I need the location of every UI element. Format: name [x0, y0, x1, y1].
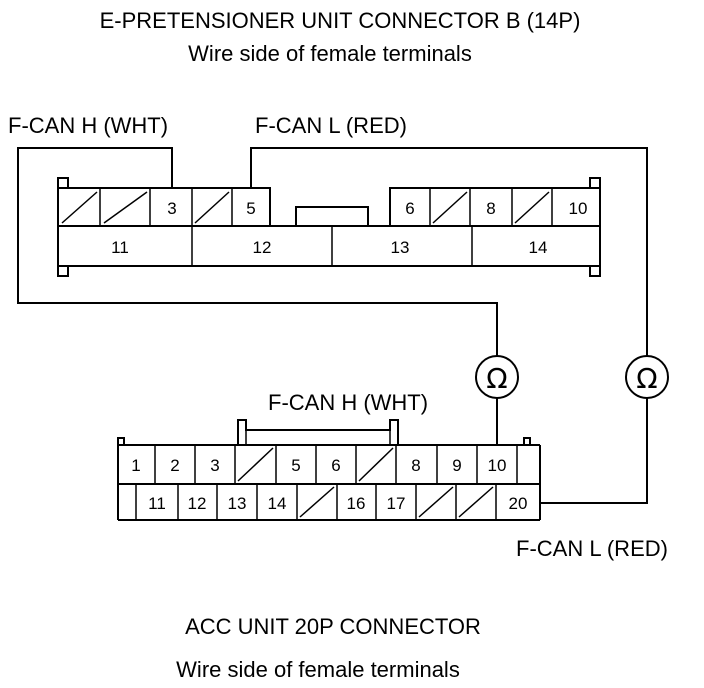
wire-fcan-h [17, 147, 498, 356]
bottom-pin-20: 20 [509, 494, 528, 513]
bottom-pin-10: 10 [488, 456, 507, 475]
bottom-pin-2: 2 [170, 456, 179, 475]
bottom-pin-17: 17 [387, 494, 406, 513]
bottom-connector-subtitle: Wire side of female terminals [176, 657, 460, 682]
bottom-pin-13: 13 [228, 494, 247, 513]
bottom-connector-title: ACC UNIT 20P CONNECTOR [185, 614, 481, 639]
top-pin-8: 8 [486, 199, 495, 218]
bottom-pin-5: 5 [291, 456, 300, 475]
top-connector-title: E-PRETENSIONER UNIT CONNECTOR B (14P) [100, 8, 581, 33]
top-pin-3: 3 [167, 199, 176, 218]
top-wire-l-label: F-CAN L (RED) [255, 113, 407, 138]
top-pin-6: 6 [405, 199, 414, 218]
bottom-pin-12: 12 [188, 494, 207, 513]
top-connector: 3 5 6 8 10 11 12 13 14 [57, 177, 601, 277]
top-pin-12: 12 [253, 238, 272, 257]
top-wire-h-label: F-CAN H (WHT) [8, 113, 168, 138]
top-pin-11: 11 [111, 238, 129, 257]
bottom-pin-1: 1 [131, 456, 140, 475]
bottom-wire-h-label: F-CAN H (WHT) [268, 390, 428, 415]
bottom-pin-16: 16 [347, 494, 366, 513]
wire-fcan-l-lower [540, 398, 648, 504]
bottom-pin-3: 3 [210, 456, 219, 475]
ohm-icon: Ω [486, 362, 507, 395]
bottom-connector: 1 2 3 5 6 8 9 10 11 12 13 14 16 17 20 [117, 419, 541, 521]
bottom-pin-6: 6 [331, 456, 340, 475]
bottom-pin-11: 11 [148, 494, 166, 513]
top-pin-13: 13 [391, 238, 410, 257]
ohmmeter-left: Ω [475, 355, 519, 399]
top-pin-5: 5 [246, 199, 255, 218]
top-connector-subtitle: Wire side of female terminals [188, 41, 472, 66]
wire-fcan-l [250, 147, 648, 356]
bottom-pin-8: 8 [411, 456, 420, 475]
top-pin-14: 14 [529, 238, 548, 257]
bottom-pin-9: 9 [452, 456, 461, 475]
bottom-wire-l-label: F-CAN L (RED) [516, 536, 668, 561]
ohm-icon: Ω [636, 362, 657, 395]
bottom-pin-14: 14 [268, 494, 287, 513]
ohmmeter-right: Ω [625, 355, 669, 399]
top-pin-10: 10 [569, 199, 588, 218]
